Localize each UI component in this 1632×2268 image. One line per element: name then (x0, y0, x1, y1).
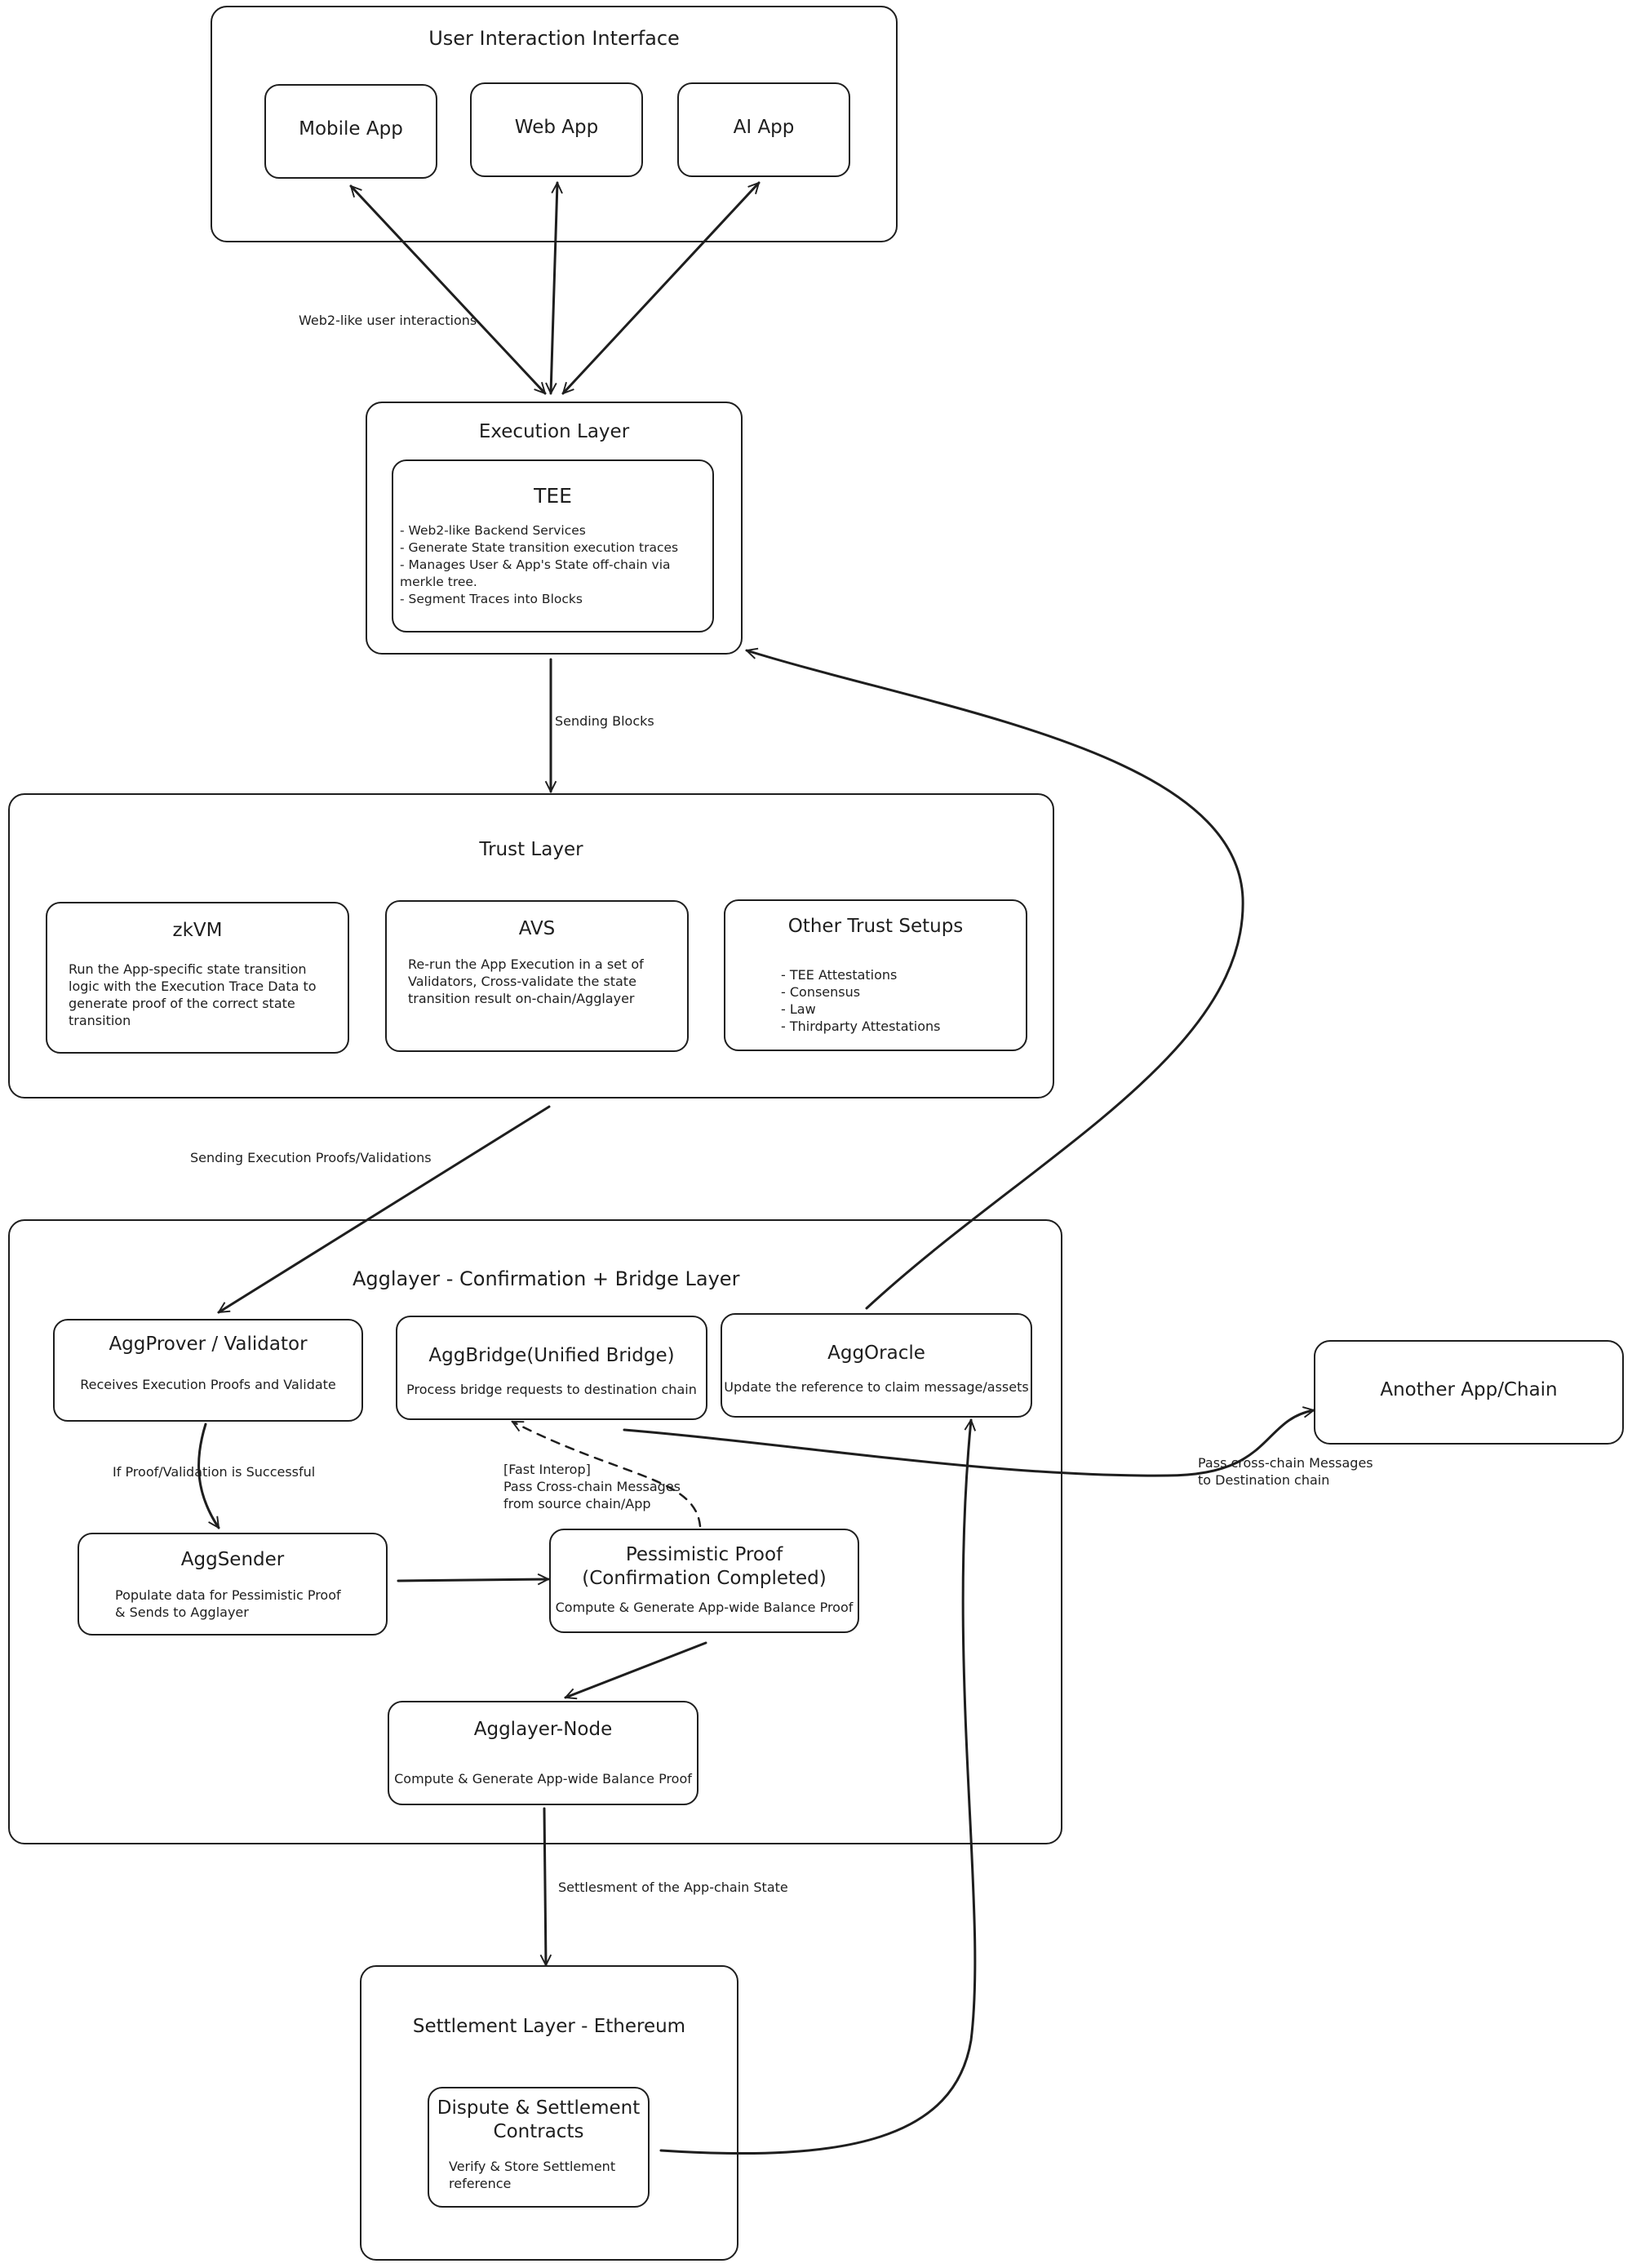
user-layer-title: User Interaction Interface (428, 27, 680, 50)
tee-box[interactable]: TEE - Web2-like Backend Services - Gener… (392, 459, 714, 632)
aggsender-description: Populate data for Pessimistic Proof & Se… (115, 1587, 341, 1620)
arrow-node-settlement (544, 1807, 546, 1965)
settlement-layer-title: Settlement Layer - Ethereum (412, 2016, 686, 2037)
aggsender-box[interactable]: AggSender Populate data for Pessimistic … (78, 1533, 388, 1636)
label-pass-cross-chain: Pass cross-chain Messages to Destination… (1198, 1455, 1373, 1488)
aggprover-description: Receives Execution Proofs and Validate (80, 1377, 336, 1392)
label-fast-interop: [Fast Interop] Pass Cross-chain Messages… (503, 1462, 681, 1511)
mobile-app-box[interactable]: Mobile App (264, 84, 437, 179)
arrow-trust-prover (219, 1105, 551, 1314)
trust-layer: Trust Layer (8, 793, 1054, 1098)
arrow-sender-pessimistic (397, 1579, 548, 1581)
other-trust-title: Other Trust Setups (787, 916, 964, 937)
pessimistic-description: Compute & Generate App-wide Balance Proo… (555, 1600, 854, 1615)
arrow-oracle-execution (747, 650, 1244, 1310)
zkvm-title: zkVM (172, 920, 223, 941)
aggbridge-description: Process bridge requests to destination c… (406, 1382, 697, 1397)
aggprover-box[interactable]: AggProver / Validator Receives Execution… (53, 1319, 363, 1422)
zkvm-box[interactable]: zkVM Run the App-specific state transiti… (46, 902, 349, 1054)
label-if-successful: If Proof/Validation is Successful (113, 1464, 316, 1480)
agglayer-node-box[interactable]: Agglayer-Node Compute & Generate App-wid… (388, 1701, 698, 1805)
zkvm-description: Run the App-specific state transition lo… (69, 961, 317, 1028)
label-sending-blocks: Sending Blocks (555, 713, 654, 729)
arrow-ai-execution (561, 183, 761, 393)
other-trust-box[interactable]: Other Trust Setups - TEE Attestations - … (724, 899, 1027, 1051)
aggoracle-box[interactable]: AggOracle Update the reference to claim … (721, 1313, 1032, 1418)
execution-layer: Execution Layer (366, 402, 743, 655)
avs-box[interactable]: AVS Re-run the App Execution in a set of… (385, 900, 689, 1052)
aggoracle-title: AggOracle (827, 1343, 925, 1364)
arrow-contracts-oracle (659, 1420, 977, 2155)
arrow-mobile-execution (349, 186, 547, 393)
aggoracle-description: Update the reference to claim message/as… (724, 1379, 1029, 1395)
dispute-contracts-box[interactable]: Dispute & Settlement Contracts Verify & … (428, 2087, 650, 2208)
agglayer-node-title: Agglayer-Node (473, 1719, 613, 1740)
trust-layer-title: Trust Layer (479, 839, 583, 860)
another-chain-title: Another App/Chain (1380, 1379, 1558, 1400)
web-app-box[interactable]: Web App (470, 82, 643, 177)
agglayer-node-description: Compute & Generate App-wide Balance Proo… (394, 1771, 692, 1786)
web-app-label: Web App (514, 117, 599, 138)
avs-title: AVS (518, 918, 556, 939)
tee-title: TEE (534, 484, 572, 508)
arrow-web-execution (551, 183, 557, 393)
dispute-contracts-description: Verify & Store Settlement reference (449, 2159, 616, 2191)
tee-description: - Web2-like Backend Services - Generate … (400, 523, 679, 606)
aggsender-title: AggSender (180, 1549, 285, 1570)
ai-app-box[interactable]: AI App (677, 82, 850, 177)
arrow-fast-interop (512, 1420, 702, 1528)
settlement-layer: Settlement Layer - Ethereum (360, 1965, 738, 2261)
label-web2-interactions: Web2-like user interactions (299, 313, 477, 328)
other-trust-description: - TEE Attestations - Consensus - Law - T… (781, 967, 941, 1034)
dispute-contracts-title: Dispute & Settlement Contracts (437, 2097, 641, 2142)
aggbridge-title: AggBridge(Unified Bridge) (428, 1345, 675, 1366)
agglayer-title: Agglayer - Confirmation + Bridge Layer (353, 1267, 740, 1290)
label-settlement: Settlesment of the App-chain State (558, 1880, 788, 1895)
user-interaction-layer: User Interaction Interface (211, 6, 898, 242)
avs-description: Re-run the App Execution in a set of Val… (408, 956, 644, 1006)
agglayer: Agglayer - Confirmation + Bridge Layer (8, 1219, 1062, 1844)
mobile-app-label: Mobile App (299, 118, 403, 140)
aggbridge-box[interactable]: AggBridge(Unified Bridge) Process bridge… (396, 1316, 707, 1420)
execution-layer-title: Execution Layer (478, 421, 630, 442)
label-sending-proofs: Sending Execution Proofs/Validations (190, 1150, 432, 1165)
pessimistic-proof-box[interactable]: Pessimistic Proof (Confirmation Complete… (549, 1529, 859, 1633)
arrow-pessimistic-node (565, 1641, 707, 1698)
ai-app-label: AI App (733, 117, 795, 138)
arrow-bridge-another-chain (623, 1410, 1314, 1477)
aggprover-title: AggProver / Validator (109, 1334, 308, 1355)
pessimistic-title: Pessimistic Proof (Confirmation Complete… (582, 1544, 827, 1589)
arrow-prover-sender (197, 1422, 220, 1528)
another-chain-box[interactable]: Another App/Chain (1314, 1340, 1624, 1445)
